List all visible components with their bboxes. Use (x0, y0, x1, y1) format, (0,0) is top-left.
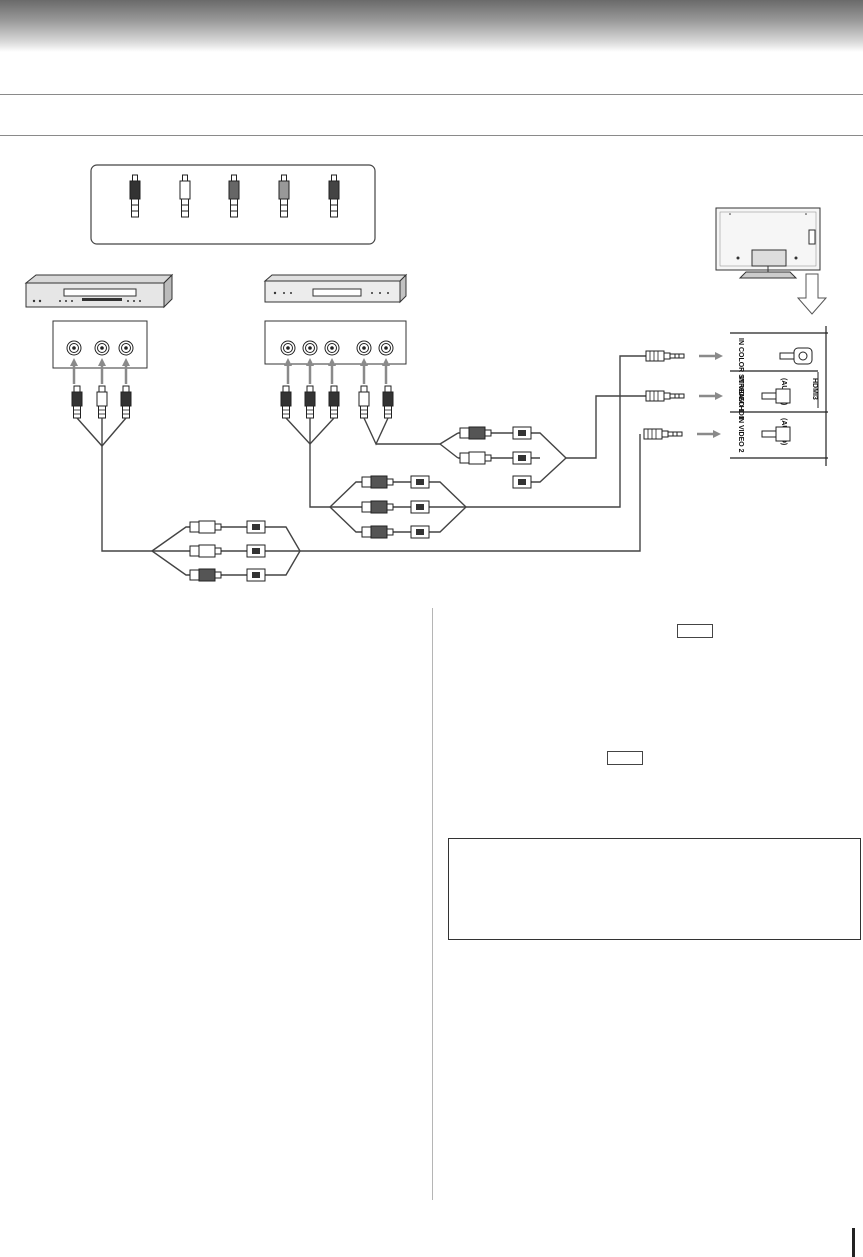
rca-plug-icon (228, 174, 240, 218)
mini-plug-icon (645, 390, 685, 402)
tv-back-icon (715, 207, 821, 279)
rca-plug-icon (328, 174, 340, 218)
page-edge-tab (852, 1228, 855, 1257)
video1-label: IN VIDEO 1 (737, 376, 744, 413)
rca-plug-icon (278, 174, 290, 218)
hdmi-label: HDMI3 (811, 378, 818, 400)
column-divider (432, 608, 433, 1200)
page-header-band (0, 0, 863, 52)
note-box (448, 838, 861, 940)
video2-label: IN VIDEO 2 (737, 416, 744, 453)
vcr-icon (24, 273, 174, 309)
vcr-cable (76, 417, 641, 576)
rca-plug-legend (90, 164, 376, 245)
connection-diagram: IN COLOR STREAM HD1 IN VIDEO 1 IN VIDEO … (24, 164, 828, 582)
dvd-audio-cable (363, 395, 650, 483)
color-stream-label: IN COLOR STREAM HD1 (737, 338, 744, 420)
section-rule-bottom (0, 135, 863, 136)
mini-plug-icon (645, 350, 685, 362)
rca-plug-icon (179, 174, 191, 218)
arrow-down-icon (796, 273, 828, 315)
remote-button-marker (677, 624, 713, 638)
rca-plug-icon (129, 174, 141, 218)
dvd-player-icon (263, 273, 408, 304)
dvd-component-cable (285, 355, 650, 533)
section-rule-top (0, 94, 863, 95)
tv-input-panel: IN COLOR STREAM HD1 IN VIDEO 1 IN VIDEO … (730, 326, 828, 466)
remote-button-marker (607, 751, 643, 765)
mini-plug-icon (643, 428, 683, 440)
